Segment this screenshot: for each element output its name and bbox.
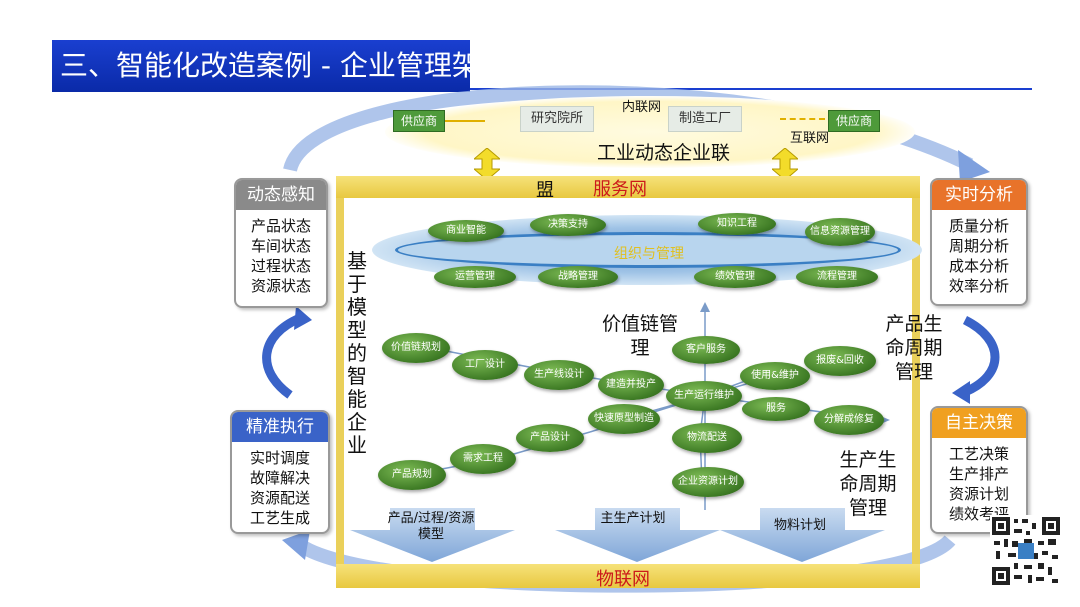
iot-band: [336, 564, 920, 588]
supplier-left-box: 供应商: [393, 110, 445, 132]
node-info-resource: 信息资源管理: [805, 218, 875, 246]
qr-code-icon: [990, 515, 1062, 587]
panel-dynamic-sensing-title: 动态感知: [236, 180, 326, 210]
analysis-item: 周期分析: [948, 237, 1009, 255]
page-title: 三、智能化改造案例 - 企业管理架构: [52, 40, 470, 92]
node-operation-maintenance: 生产运行维护: [666, 381, 742, 411]
node-requirements: 需求工程: [450, 444, 516, 474]
analysis-item: 质量分析: [948, 217, 1009, 235]
alliance-label-2: 盟: [536, 180, 554, 201]
node-factory-design: 工厂设计: [452, 350, 518, 380]
product-lifecycle-label: 产品生命周期管理: [885, 313, 943, 383]
title-underline: [470, 88, 1032, 90]
internet-label: 互联网: [790, 131, 830, 146]
factory-box: 制造工厂: [668, 106, 742, 132]
node-build-commission: 建造并投产: [598, 370, 664, 400]
execute-item: 工艺生成: [249, 509, 310, 527]
decision-item: 生产排产: [948, 465, 1009, 483]
value-chain-label: 价值链管理: [601, 313, 678, 359]
internet-link: [780, 118, 825, 120]
execute-item: 资源配送: [249, 489, 310, 507]
org-label: 组织与管理: [614, 246, 684, 262]
node-value-chain-plan: 价值链规划: [382, 333, 450, 363]
node-operations: 运营管理: [434, 266, 516, 288]
node-strategy: 战略管理: [538, 266, 618, 288]
decision-item: 工艺决策: [948, 445, 1009, 463]
frame-right: [912, 198, 920, 564]
node-service: 服务: [742, 397, 810, 421]
research-box: 研究院所: [520, 106, 594, 132]
node-customer-service: 客户服务: [672, 336, 740, 364]
execute-item: 故障解决: [249, 469, 310, 487]
sense-item: 过程状态: [250, 257, 311, 275]
node-product-design: 产品设计: [516, 424, 584, 452]
node-disassemble-repair: 分解成修复: [814, 405, 884, 435]
node-line-design: 生产线设计: [524, 360, 594, 390]
node-decision-support: 决策支持: [530, 214, 606, 236]
node-performance: 绩效管理: [694, 266, 776, 288]
updown-arrow-right: [772, 148, 798, 180]
decision-item: 资源计划: [948, 485, 1009, 503]
alliance-label: 工业动态企业联: [597, 142, 731, 164]
intranet-label: 内联网: [622, 100, 662, 115]
analysis-item: 效率分析: [948, 277, 1009, 295]
node-erp: 企业资源计划: [672, 467, 744, 497]
node-rapid-prototype: 快速原型制造: [588, 404, 660, 434]
node-scrap-recycle: 报废&回收: [804, 346, 876, 376]
panel-realtime-analysis: 实时分析 质量分析 周期分析 成本分析 效率分析: [930, 178, 1028, 306]
panel-precise-execution-title: 精准执行: [232, 412, 328, 442]
node-process: 流程管理: [796, 266, 878, 288]
material-plan-arrow-label: 物料计划: [773, 518, 826, 533]
node-logistics: 物流配送: [672, 423, 742, 453]
execute-item: 实时调度: [249, 449, 310, 467]
panel-precise-execution: 精准执行 实时调度 故障解决 资源配送 工艺生成: [230, 410, 330, 534]
analysis-item: 成本分析: [948, 257, 1009, 275]
sense-item: 资源状态: [250, 277, 311, 295]
production-lifecycle-label: 生产生命周期管理: [839, 449, 897, 519]
model-arrow-label: 产品/过程/资源模型: [387, 511, 475, 542]
panel-autonomous-decision-title: 自主决策: [932, 408, 1026, 438]
supplier-right-box: 供应商: [828, 110, 880, 132]
master-plan-arrow-label: 主生产计划: [600, 511, 666, 526]
updown-arrow-left: [474, 148, 500, 180]
service-band: [336, 176, 920, 198]
panel-autonomous-decision: 自主决策 工艺决策 生产排产 资源计划 绩效考评: [930, 406, 1028, 534]
service-net-label: 服务网: [593, 179, 647, 200]
panel-dynamic-sensing: 动态感知 产品状态 车间状态 过程状态 资源状态: [234, 178, 328, 308]
bottom-arrows: [350, 508, 885, 562]
sense-item: 车间状态: [250, 237, 311, 255]
model-based-enterprise-label: 基于模型的智能企业: [347, 249, 367, 457]
frame-left: [336, 198, 344, 564]
iot-label: 物联网: [596, 569, 650, 590]
supplier-link: [445, 120, 485, 122]
node-product-plan: 产品规划: [378, 460, 446, 490]
alliance-zone: [385, 96, 915, 168]
node-knowledge-eng: 知识工程: [698, 213, 776, 235]
node-use-maintenance: 使用&维护: [740, 362, 810, 390]
sense-item: 产品状态: [250, 217, 311, 235]
panel-realtime-analysis-title: 实时分析: [932, 180, 1026, 210]
node-business-intelligence: 商业智能: [428, 220, 504, 242]
